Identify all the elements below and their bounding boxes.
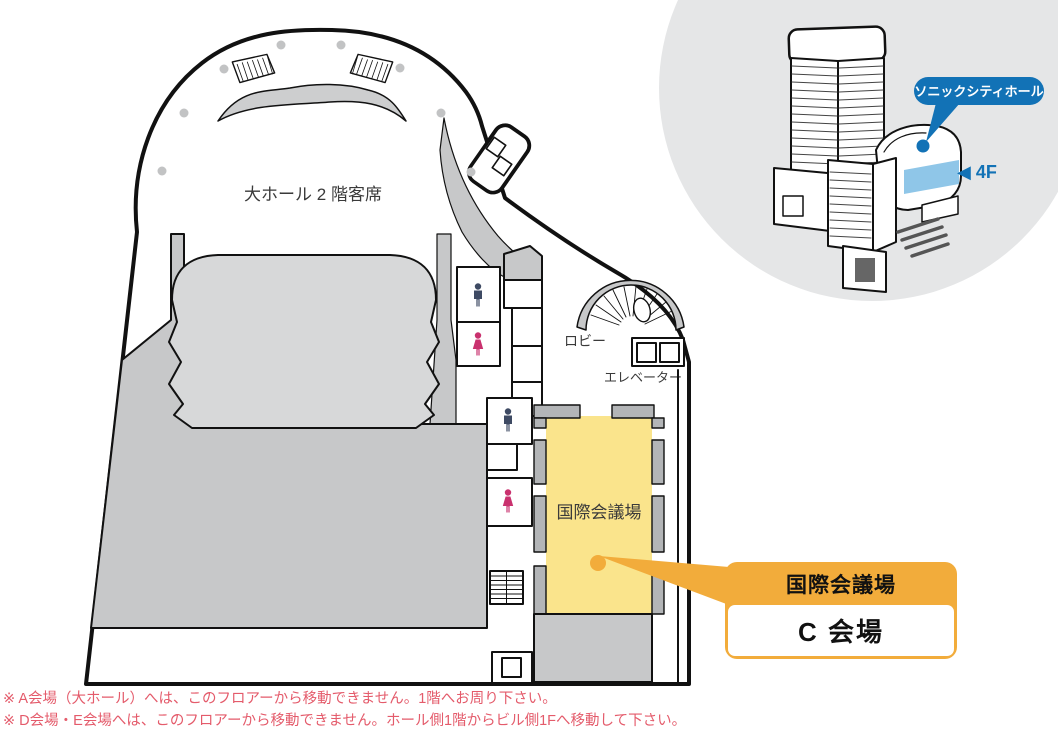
label-pointer-dot [916, 139, 930, 153]
callout-leader [590, 555, 729, 605]
hall-void [168, 254, 440, 429]
footnote-line: ※ A会場（大ホール）へは、このフロアーから移動できません。1階へお周り下さい。 [3, 691, 557, 707]
south-gray-block [533, 613, 653, 683]
hall-name-pill [914, 77, 1044, 105]
venue-callout-name: C 会場 [728, 605, 954, 656]
restroom-men-lower [486, 397, 533, 445]
elevator-cab [659, 342, 680, 363]
hall-floor-plan: 大ホール 2 階客席 [84, 27, 729, 686]
service-room [511, 345, 543, 383]
label-pointer [926, 103, 960, 142]
conference-room: 国際会議場 [533, 404, 665, 615]
bottom-service-room [491, 651, 533, 684]
hall-name-label: ソニックシティホール [914, 84, 1043, 99]
plaza-ramp-hatch [896, 217, 950, 258]
lobby-label: ロビー [564, 333, 606, 349]
column-dots [157, 40, 476, 177]
conference-room-label: 国際会議場 [557, 503, 642, 522]
service-room [511, 307, 543, 347]
hall-seating-label: 大ホール 2 階客席 [244, 185, 382, 204]
venue-callout: 国際会議場 C 会場 [725, 562, 957, 659]
vestibule-stair-block [491, 155, 513, 177]
corridor-rooms [456, 245, 543, 527]
service-room [503, 279, 543, 309]
conference-room-walls [533, 404, 665, 615]
building-illustration: ソニックシティホール ◀ 4F [773, 25, 1044, 293]
service-room [503, 245, 543, 281]
hall-lower-step [921, 195, 959, 223]
balcony-band [217, 83, 407, 122]
fourth-floor-band [904, 160, 959, 194]
floor-indicator-label: ◀ 4F [957, 162, 997, 182]
venue-callout-title: 国際会議場 [786, 573, 896, 597]
conference-room-fill [546, 416, 652, 614]
footnotes: ※ A会場（大ホール）へは、このフロアーから移動できません。1階へお周り下さい。… [3, 688, 686, 732]
service-room [486, 443, 518, 471]
footnote-line: ※ D会場・E会場へは、このフロアーから移動できません。ホール側1階からビル側1… [3, 713, 687, 729]
spiral-stair [576, 279, 685, 331]
elevator-bank [631, 337, 685, 367]
straight-stair [489, 570, 524, 605]
elevator-label: エレベーター [604, 370, 682, 385]
entrance-opening [855, 258, 875, 282]
elevator-cab [636, 342, 657, 363]
vestibule-stair-block [485, 136, 507, 158]
mid-block-side [872, 157, 897, 253]
